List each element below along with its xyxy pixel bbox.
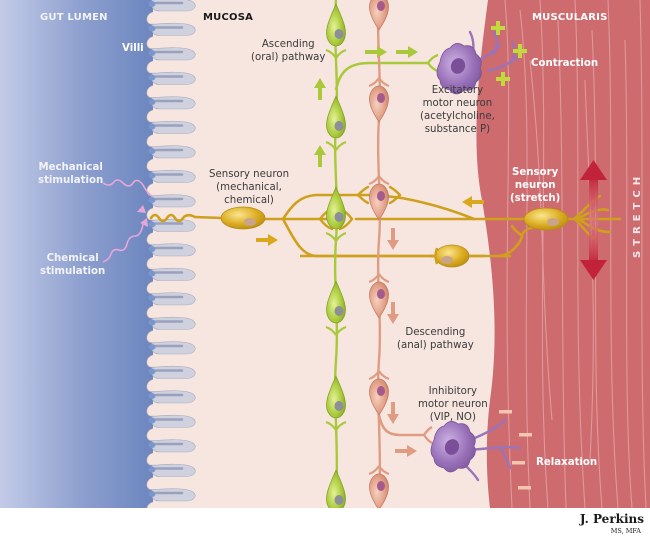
descending-interneuron [368, 370, 390, 416]
inhibitory-motor-neuron [430, 418, 522, 482]
descending-neuron-chain [368, 0, 390, 511]
sensory-arrow-right [256, 234, 278, 246]
inhibitory-minus-signs [499, 410, 532, 490]
minus-icon [518, 486, 531, 490]
villus [146, 71, 196, 98]
flow-arrows [256, 46, 484, 457]
mucosa-label: MUCOSA [203, 12, 254, 23]
contraction-label: Contraction [531, 58, 599, 69]
descending-interneuron [369, 0, 389, 31]
villus [146, 390, 196, 417]
ascending-interneuron [325, 280, 347, 336]
mechanical-stimulation-label: Mechanical stimulation [38, 162, 104, 186]
minus-icon [499, 410, 512, 414]
muscularis-region [476, 0, 650, 508]
villus [146, 243, 196, 270]
stretch-sensory-nucleus [547, 218, 559, 226]
mucosal-sensory-soma [220, 206, 266, 230]
ascending-interneuron [325, 186, 347, 242]
villus [146, 316, 196, 343]
relay-neuron [299, 244, 485, 268]
sensory-neuron-mucosal-label: Sensory neuron (mechanical, chemical) [209, 169, 290, 206]
inhibitory-motor-neuron-label: Inhibitory motor neuron (VIP, NO) [418, 386, 488, 423]
plus-icon [513, 44, 527, 58]
ascending-arrow-4 [396, 46, 418, 58]
stretch-arrow-left [462, 196, 484, 208]
ascending-arrow-1 [314, 78, 326, 100]
descending-interneuron [368, 175, 390, 221]
ascending-interneuron [325, 95, 347, 151]
relaxation-label: Relaxation [536, 457, 598, 468]
descending-arrow-2 [387, 302, 399, 324]
villus [146, 22, 196, 49]
ascending-arrow-2 [314, 145, 326, 167]
gut-lumen-label: GUT LUMEN [40, 12, 108, 23]
descending-arrow-1 [387, 228, 399, 250]
plus-icon [491, 21, 505, 35]
stretch-label: STRETCH [632, 171, 643, 258]
villus [146, 145, 196, 172]
villus [146, 96, 196, 123]
ascending-interneuron [325, 375, 347, 431]
villus [146, 194, 196, 221]
signature-name: J. Perkins [579, 512, 644, 526]
villus [146, 218, 196, 245]
villi [146, 0, 196, 515]
minus-icon [519, 433, 532, 437]
ascending-arrow-3 [365, 46, 387, 58]
lumen-region [0, 0, 153, 508]
descending-branch-fork [423, 425, 433, 445]
signature-credentials: MS, MFA [610, 527, 641, 535]
stretch-double-arrow-icon [580, 160, 607, 280]
chemical-stimulation-arrow [102, 218, 148, 263]
villus [146, 488, 196, 515]
ascending-interneuron [325, 3, 347, 59]
villus [146, 463, 196, 490]
villus [146, 169, 196, 196]
villus [146, 341, 196, 368]
descending-interneuron [368, 465, 390, 511]
villi-label: Villi [122, 43, 144, 54]
excitatory-plus-signs [491, 21, 527, 86]
chemical-stimulation-label: Chemical stimulation [40, 253, 106, 277]
descending-interneuron [368, 77, 390, 123]
mechanical-stimulation-arrow [102, 179, 154, 213]
minus-icon [512, 461, 525, 465]
excitatory-motor-neuron [436, 30, 522, 95]
descending-branch [377, 414, 424, 437]
muscle-fibers [504, 0, 647, 509]
bottom-margin [0, 508, 650, 539]
descending-pathway-label: Descending (anal) pathway [397, 327, 474, 351]
ascending-pathway-label: Ascending (oral) pathway [251, 39, 326, 63]
villus [146, 120, 196, 147]
descending-interneuron [368, 273, 390, 319]
villus [146, 0, 196, 25]
muscularis-label: MUSCULARIS [532, 12, 608, 23]
sensory-neuron-stretch-label: Sensory neuron (stretch) [510, 167, 561, 204]
stretch-sensory-soma [523, 207, 569, 231]
ascending-branch [334, 61, 428, 91]
descending-arrow-4 [395, 445, 417, 457]
descending-arrow-3 [387, 402, 399, 424]
villus [146, 292, 196, 319]
villus [146, 267, 196, 294]
villus [146, 439, 196, 466]
villus [146, 47, 196, 74]
plus-icon [496, 72, 510, 86]
villus [146, 414, 196, 441]
mucosal-sensory-nucleus [244, 218, 256, 226]
villus [146, 365, 196, 392]
excitatory-motor-neuron-label: Excitatory motor neuron (acetylcholine, … [420, 85, 495, 135]
